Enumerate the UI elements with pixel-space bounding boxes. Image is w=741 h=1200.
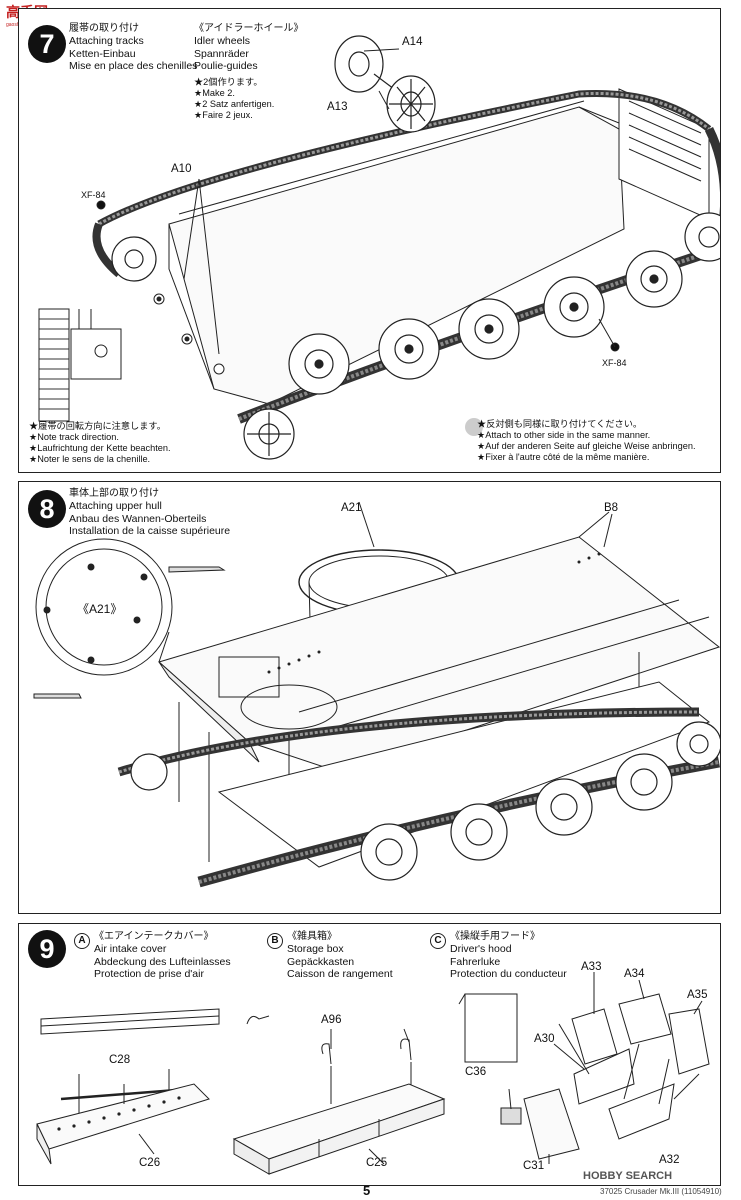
step-number: 8 [28, 490, 66, 528]
part-a21: A21 [341, 502, 362, 514]
idler-title: 《アイドラーホイール》 Idler wheels Spannräder Poul… [194, 23, 304, 73]
other-de: ★Auf der anderen Seite auf gleiche Weise… [477, 441, 696, 451]
dir-fr: ★Noter le sens de la chenille. [29, 454, 151, 464]
part-c31: C31 [523, 1160, 545, 1172]
note-direction: ★履帯の回転方向に注意します。 ★Note track direction. ★… [29, 421, 171, 465]
title-en: Attaching tracks [69, 35, 144, 48]
part-a34: A34 [624, 968, 645, 980]
part-a13: A13 [327, 101, 348, 113]
step-number: 7 [28, 25, 66, 63]
sub-step-a-title: 《エアインテークカバー》 Air intake cover Abdeckung … [94, 931, 231, 981]
hobby-search-watermark: HOBBY SEARCH [583, 1170, 673, 1182]
dir-de: ★Laufrichtung der Kette beachten. [29, 443, 171, 453]
step-7-panel: 7 履帯の取り付け Attaching tracks Ketten-Einbau… [18, 8, 721, 473]
part-xf84-left: XF-84 [81, 190, 106, 200]
idler-de: Spannräder [194, 47, 249, 60]
title-de: Ketten-Einbau [69, 47, 136, 60]
step-9-panel: 9 A 《エアインテークカバー》 Air intake cover Abdeck… [18, 923, 721, 1186]
sub-step-b-title: 《雑具箱》 Storage box Gepäckkasten Caisson d… [287, 931, 393, 981]
c-ja: 《操縦手用フード》 [450, 931, 540, 942]
dir-en: ★Note track direction. [29, 432, 119, 442]
title-fr: Installation de la caisse supérieure [69, 525, 231, 538]
sub-step-c-title: 《操縦手用フード》 Driver's hood Fahrerluke Prote… [450, 931, 567, 981]
c-de: Fahrerluke [450, 955, 501, 968]
step-title: 車体上部の取り付け Attaching upper hull Anbau des… [69, 488, 230, 538]
step-title: 履帯の取り付け Attaching tracks Ketten-Einbau M… [69, 23, 197, 73]
page-number: 5 [363, 1183, 371, 1198]
title-fr: Mise en place des chenilles [69, 60, 198, 73]
other-en: ★Attach to other side in the same manner… [477, 430, 651, 440]
step-8-illustration [33, 501, 720, 888]
part-b8: B8 [604, 502, 619, 514]
sub-step-c-letter: C [430, 933, 446, 949]
part-c28: C28 [109, 1054, 131, 1066]
other-fr: ★Fixer à l'autre côté de la même manière… [477, 452, 650, 462]
a-ja: 《エアインテークカバー》 [94, 931, 214, 942]
part-a30: A30 [534, 1033, 555, 1045]
make-de: ★2 Satz anfertigen. [194, 99, 275, 109]
b-ja: 《雑具箱》 [287, 931, 337, 942]
sub-step-a-letter: A [74, 933, 90, 949]
part-c36: C36 [465, 1066, 487, 1078]
b-en: Storage box [287, 943, 344, 956]
idler-ja: 《アイドラーホイール》 [194, 23, 304, 34]
part-a35: A35 [687, 989, 708, 1001]
note-other-side: ★反対側も同様に取り付けてください。 ★Attach to other side… [477, 419, 696, 463]
make-fr: ★Faire 2 jeux. [194, 110, 253, 120]
make-ja: ★2個作ります。 [194, 77, 263, 87]
title-en: Attaching upper hull [69, 500, 162, 513]
part-xf84-right: XF-84 [602, 358, 627, 368]
make-en: ★Make 2. [194, 88, 235, 98]
part-c25: C25 [366, 1157, 388, 1169]
b-de: Gepäckkasten [287, 955, 355, 968]
title-de: Anbau des Wannen-Oberteils [69, 512, 207, 525]
part-a14: A14 [402, 36, 423, 48]
footer-model-code: 37025 Crusader Mk.III (11054910) [600, 1187, 722, 1196]
part-a21-detail: 《A21》 [77, 602, 123, 616]
make-note: ★2個作ります。 ★Make 2. ★2 Satz anfertigen. ★F… [194, 77, 274, 121]
part-a96: A96 [321, 1014, 342, 1026]
step-number: 9 [28, 930, 66, 968]
b-fr: Caisson de rangement [287, 968, 393, 981]
a-de: Abdeckung des Lufteinlasses [94, 955, 231, 968]
step-8-panel: 8 車体上部の取り付け Attaching upper hull Anbau d… [18, 481, 721, 914]
part-a32: A32 [659, 1154, 680, 1166]
title-ja: 履帯の取り付け [69, 23, 139, 34]
step-7-illustration [38, 35, 720, 460]
a-en: Air intake cover [94, 943, 167, 956]
part-c26: C26 [139, 1157, 161, 1169]
title-ja: 車体上部の取り付け [69, 488, 159, 499]
a-fr: Protection de prise d'air [94, 968, 204, 981]
sub-step-b-letter: B [267, 933, 283, 949]
idler-en: Idler wheels [194, 35, 251, 48]
c-en: Driver's hood [450, 943, 512, 956]
part-a10: A10 [171, 163, 192, 175]
other-ja: ★反対側も同様に取り付けてください。 [477, 419, 643, 429]
idler-fr: Poulie-guides [194, 60, 258, 73]
dir-ja: ★履帯の回転方向に注意します。 [29, 421, 166, 431]
c-fr: Protection du conducteur [450, 968, 567, 981]
step-9-illustration [36, 972, 710, 1175]
part-a33: A33 [581, 961, 602, 973]
